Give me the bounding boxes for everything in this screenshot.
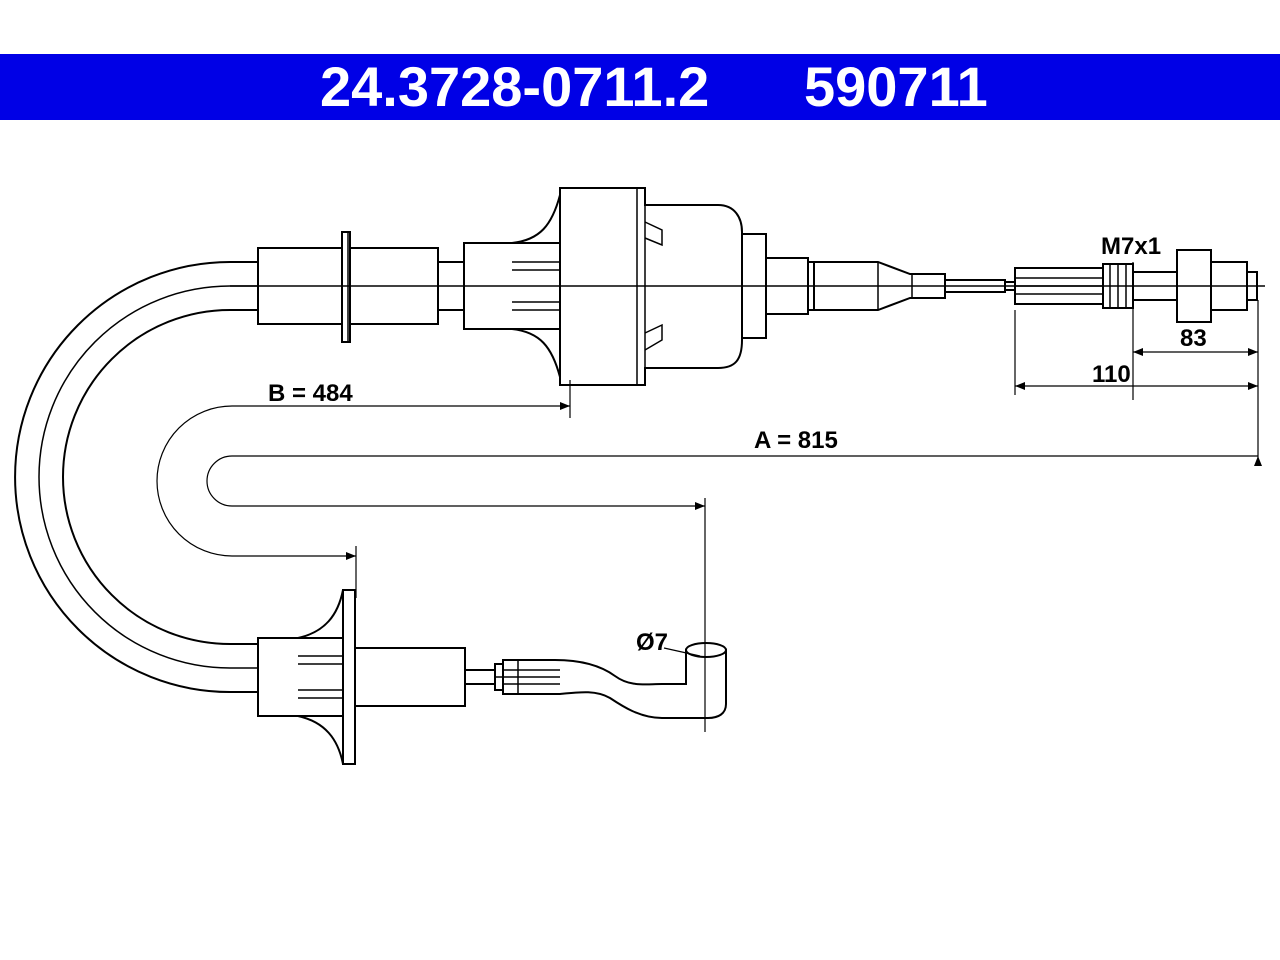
threaded-end xyxy=(230,249,1265,323)
dim-b-label: B = 484 xyxy=(268,380,353,407)
part-number: 24.3728-0711.2 xyxy=(320,55,710,118)
lower-sleeve xyxy=(257,589,504,765)
eye-end-fitting xyxy=(495,642,727,719)
thread-label: M7x1 xyxy=(1101,233,1161,260)
upper-sleeve xyxy=(257,231,465,343)
reference-number: 590711 xyxy=(804,55,988,118)
eye-diameter-label: Ø7 xyxy=(636,629,668,656)
dim-83-label: 83 xyxy=(1180,325,1207,352)
dimension-lines xyxy=(156,262,1262,732)
title-banner: 24.3728-0711.2 590711 xyxy=(0,54,1280,120)
dim-110-label: 110 xyxy=(1092,361,1131,388)
dim-a-label: A = 815 xyxy=(754,427,838,454)
cable-sheath xyxy=(14,261,258,693)
